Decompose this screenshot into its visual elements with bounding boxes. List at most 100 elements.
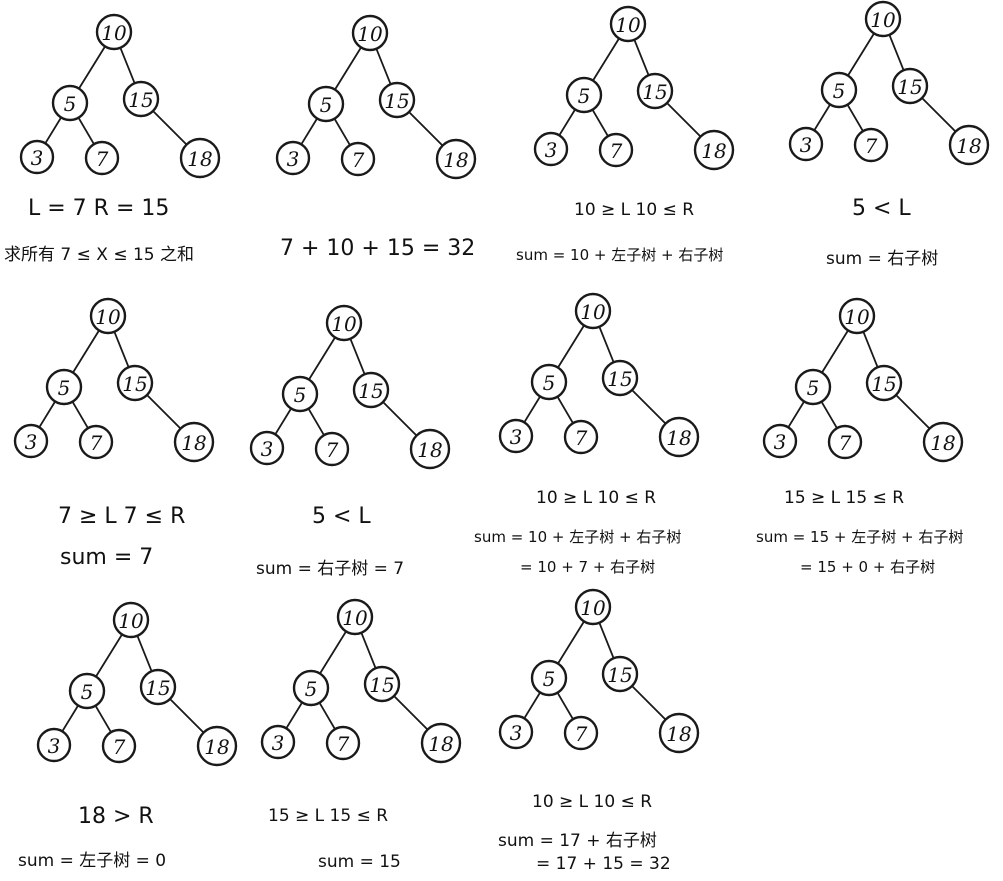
caption-panel-4-sum: sum = 右子树 <box>826 249 939 269</box>
node-label: 3 <box>510 721 523 745</box>
node-label: 10 <box>342 606 368 630</box>
edge-n10-n5 <box>78 45 106 90</box>
caption-panel-11-sum: sum = 17 + 右子树 <box>498 831 657 851</box>
tree-node-3 <box>260 724 296 760</box>
node-label: 18 <box>428 732 453 756</box>
node-label: 10 <box>580 596 606 620</box>
edge-n5-n7 <box>333 117 351 147</box>
node-label: 18 <box>417 438 442 462</box>
tree-node-15 <box>891 67 929 105</box>
tree-node-3 <box>13 423 49 459</box>
edge-n10-n5 <box>821 329 849 374</box>
tree-node-15 <box>122 80 160 118</box>
node-label: 15 <box>128 88 153 112</box>
tree-node-5 <box>307 85 345 123</box>
tree-node-5 <box>51 84 89 122</box>
edge-n10-n5 <box>557 620 585 665</box>
highlighted-node-7 <box>340 141 376 177</box>
tree-node-18 <box>658 416 700 458</box>
tree-node-7 <box>101 728 137 764</box>
tree-node-18 <box>173 421 215 463</box>
node-label: 3 <box>272 731 285 755</box>
node-label: 5 <box>305 677 318 701</box>
tree-node-5 <box>45 368 83 406</box>
node-label: 15 <box>145 676 170 700</box>
caption-panel-9-sum: sum = 左子树 = 0 <box>18 851 167 871</box>
edge-n10-n5 <box>557 324 585 369</box>
node-label: 7 <box>337 732 350 756</box>
node-label: 18 <box>956 134 981 158</box>
caption-panel-6-sum: sum = 右子树 = 7 <box>256 559 405 579</box>
tree-node-7 <box>598 132 634 168</box>
node-label: 3 <box>261 437 274 461</box>
highlighted-node-10 <box>574 588 612 626</box>
tree-node-5 <box>292 669 330 707</box>
node-label: 15 <box>642 80 667 104</box>
node-label: 7 <box>575 426 588 450</box>
edge-n5-n7 <box>591 108 609 138</box>
node-label: 18 <box>204 735 229 759</box>
node-label: 18 <box>666 722 691 746</box>
edge-n15-n18 <box>146 394 182 430</box>
node-label: 5 <box>833 79 846 103</box>
tree-node-5 <box>530 363 568 401</box>
tree-node-7 <box>563 419 599 455</box>
node-label: 7 <box>865 134 878 158</box>
node-label: 3 <box>48 734 61 758</box>
node-label: 5 <box>543 667 556 691</box>
tree-node-5 <box>530 659 568 697</box>
tree-node-18 <box>693 129 735 171</box>
caption-panel-7-sum: sum = 10 + 左子树 + 右子树 <box>474 528 682 546</box>
tree-node-15 <box>601 359 639 397</box>
tree-node-3 <box>498 714 534 750</box>
edge-n15-n18 <box>169 698 205 734</box>
highlighted-node-15 <box>378 81 416 119</box>
node-label: 7 <box>96 147 109 171</box>
tree-node-5 <box>794 368 832 406</box>
edge-n5-n7 <box>77 116 95 146</box>
edge-n5-n3 <box>523 691 541 720</box>
node-label: 5 <box>578 84 591 108</box>
tree-node-7 <box>314 431 350 467</box>
node-label: 5 <box>58 376 71 400</box>
node-label: 10 <box>580 300 606 324</box>
edge-n5-n7 <box>71 400 89 430</box>
edge-n5-n3 <box>813 103 831 132</box>
tree-node-18 <box>179 137 221 179</box>
node-label: 10 <box>118 609 144 633</box>
highlighted-node-5 <box>281 375 319 413</box>
edge-n5-n7 <box>307 407 325 437</box>
highlighted-node-10 <box>574 292 612 330</box>
edge-n10-n15 <box>598 325 615 364</box>
node-label: 15 <box>122 372 147 396</box>
tree-node-10 <box>89 297 127 335</box>
highlighted-node-10 <box>351 14 389 52</box>
caption-panel-6-condition: 5 < L <box>312 504 371 529</box>
edge-n10-n5 <box>319 630 347 675</box>
caption-panel-8-condition: 15 ≥ L 15 ≤ R <box>784 488 905 508</box>
tree-node-15 <box>352 371 390 409</box>
node-label: 3 <box>510 425 523 449</box>
edge-n10-n5 <box>308 336 336 381</box>
caption-panel-8-sum: sum = 15 + 左子树 + 右子树 <box>756 528 964 546</box>
edge-n5-n3 <box>285 701 304 730</box>
highlighted-node-15 <box>865 364 903 402</box>
edge-n10-n15 <box>113 330 130 369</box>
edge-n15-n18 <box>921 97 957 133</box>
edge-n10-n15 <box>349 337 366 376</box>
edge-n10-n5 <box>592 37 620 82</box>
caption-panel-9-condition: 18 > R <box>78 804 154 829</box>
node-label: 3 <box>25 430 38 454</box>
tree-node-18 <box>420 722 462 764</box>
node-label: 18 <box>187 147 212 171</box>
tree-node-5 <box>68 672 106 710</box>
node-label: 7 <box>326 438 339 462</box>
node-label: 15 <box>871 372 896 396</box>
